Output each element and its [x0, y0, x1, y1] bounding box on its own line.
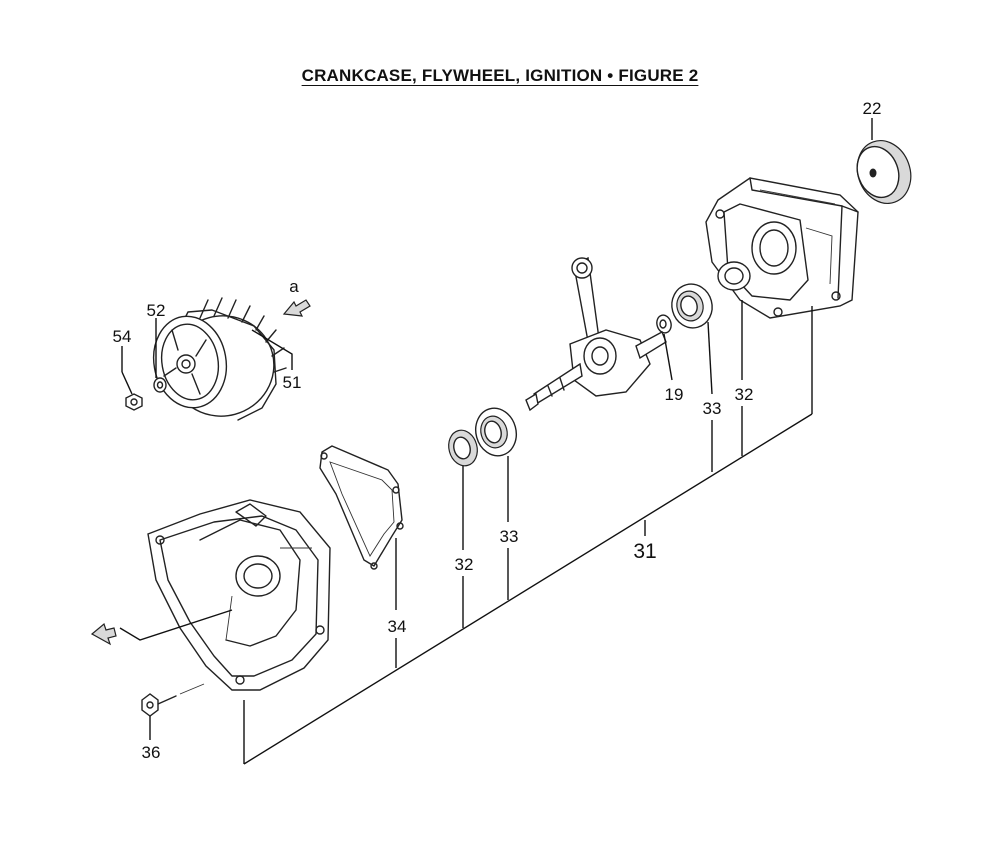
leader-lines	[121, 300, 813, 765]
callout-34: 34	[388, 617, 407, 636]
crankshaft-assembly	[525, 256, 667, 412]
bearing-33-left	[475, 407, 517, 457]
diagram-title: CRANKCASE, FLYWHEEL, IGNITION • FIGURE 2	[301, 66, 699, 85]
callout-33-left: 33	[500, 527, 519, 546]
callout-32-left: 32	[455, 555, 474, 574]
callout-31: 31	[633, 540, 656, 563]
part-22-cap	[856, 118, 912, 204]
callout-52: 52	[147, 301, 166, 320]
flywheel-51	[152, 297, 287, 421]
screw-36	[141, 683, 205, 740]
callout-22: 22	[863, 99, 882, 118]
bearing-33-right	[671, 283, 713, 329]
callout-36: 36	[142, 743, 161, 762]
crankcase-right-half	[705, 177, 859, 319]
view-arrow-a-icon	[282, 299, 311, 317]
washer-52	[153, 377, 167, 393]
nut-54	[125, 393, 143, 411]
crankcase-left-half	[147, 499, 331, 691]
gasket-34	[319, 445, 404, 570]
callout-32-right: 32	[735, 385, 754, 404]
callout-19: 19	[665, 385, 684, 404]
seal-32-left	[448, 429, 478, 467]
washer-19	[656, 314, 672, 334]
arrow-left-icon	[90, 609, 233, 646]
callout-54: 54	[113, 327, 132, 346]
callout-33-right: 33	[703, 399, 722, 418]
view-marker-a: a	[289, 277, 299, 296]
callout-51: 51	[283, 373, 302, 392]
